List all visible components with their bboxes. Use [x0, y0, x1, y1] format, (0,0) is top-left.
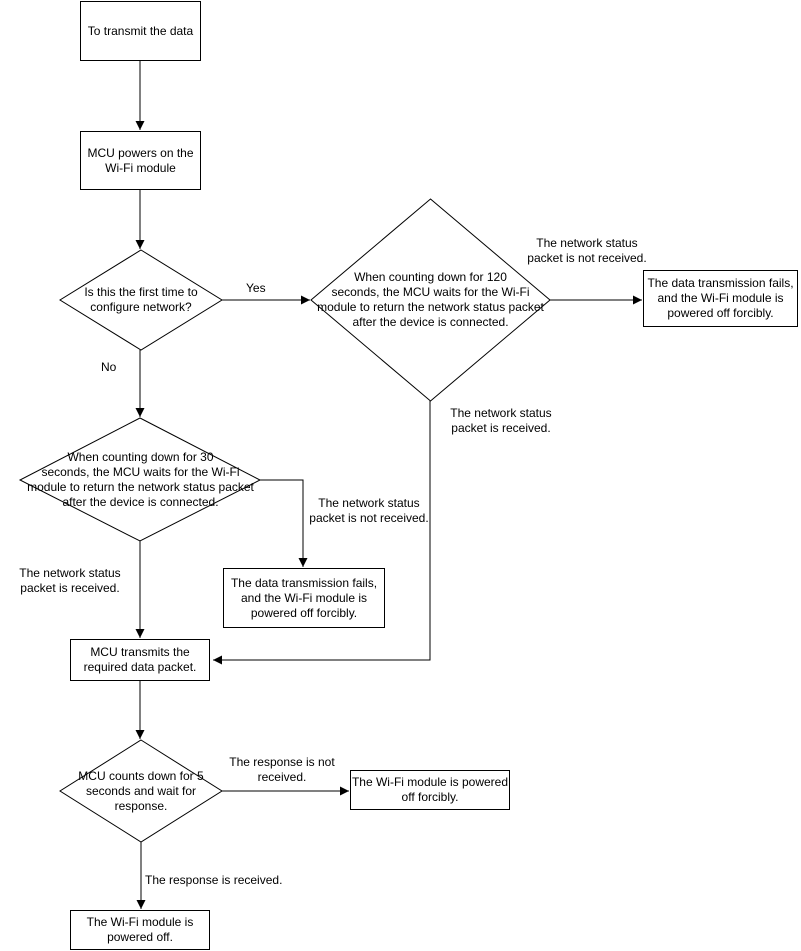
node-start: To transmit the data: [80, 1, 201, 61]
node-off-forcibly-label: The Wi-Fi module is powered off forcibly…: [351, 775, 509, 804]
edge-label-status-received-right: The network status packet is received.: [450, 406, 552, 435]
decision-wait120-shape: [310, 198, 551, 402]
edge-label-status-not-received-top: The network status packet is not receive…: [527, 236, 647, 265]
edge-label-yes: Yes: [246, 281, 266, 295]
decision-wait30-label: When counting down for 30 seconds, the M…: [27, 450, 254, 509]
arrow-wait30-to-fail-mid: [260, 479, 308, 567]
node-fail-mid-label: The data transmission fails, and the Wi-…: [230, 575, 378, 620]
decision-first-time-label: Is this the first time to configure netw…: [84, 285, 198, 314]
decision-wait5-label: MCU counts down for 5 seconds and wait f…: [78, 768, 204, 813]
node-fail-right: The data transmission fails, and the Wi-…: [643, 270, 798, 327]
decision-first-time-shape: [59, 249, 223, 351]
edge-label-status-received-left: The network status packet is received.: [19, 566, 121, 595]
decision-wait30-shape: [18, 417, 262, 542]
node-off-label: The Wi-Fi module is powered off.: [86, 915, 194, 944]
node-power-on: MCU powers on the Wi-Fi module: [80, 131, 201, 190]
edge-label-response-received: The response is received.: [145, 873, 283, 887]
edge-label-status-not-received-mid: The network status packet is not receive…: [309, 496, 429, 525]
node-start-label: To transmit the data: [87, 23, 194, 38]
node-transmit-label: MCU transmits the required data packet.: [83, 645, 197, 674]
node-fail-mid: The data transmission fails, and the Wi-…: [223, 568, 385, 628]
node-off: The Wi-Fi module is powered off.: [70, 910, 210, 950]
node-off-forcibly: The Wi-Fi module is powered off forcibly…: [350, 770, 510, 810]
node-power-on-label: MCU powers on the Wi-Fi module: [87, 145, 194, 175]
decision-wait120-label: When counting down for 120 seconds, the …: [317, 270, 544, 329]
edge-label-response-not-received: The response is not received.: [229, 755, 335, 784]
edge-label-no: No: [101, 360, 117, 374]
arrow-wait120-to-transmit: [213, 401, 431, 665]
decision-wait5-shape: [59, 739, 223, 843]
node-fail-right-label: The data transmission fails, and the Wi-…: [647, 276, 794, 320]
node-transmit: MCU transmits the required data packet.: [70, 639, 210, 681]
